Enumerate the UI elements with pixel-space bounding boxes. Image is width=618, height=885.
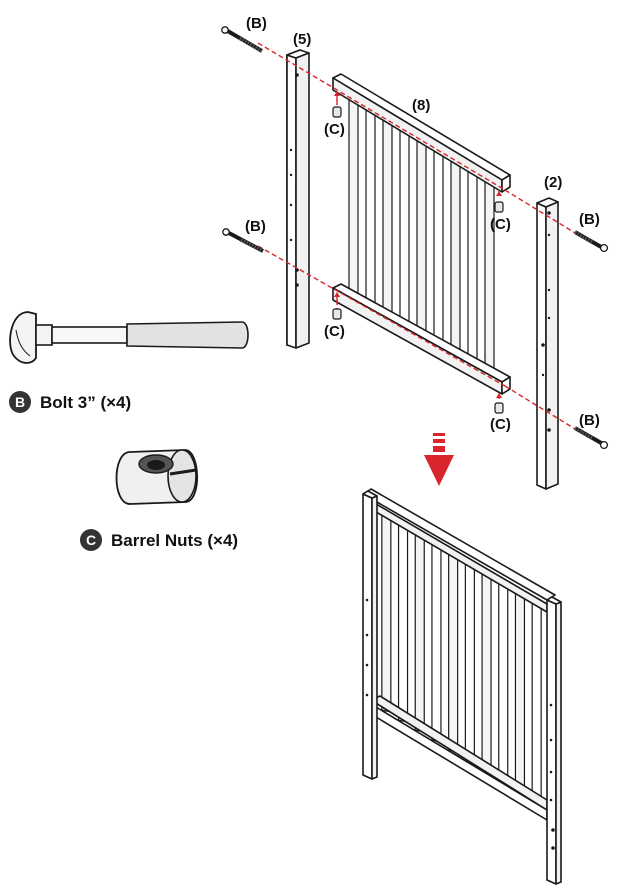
slat [416,140,427,341]
legend-bolt-badge: B [15,394,25,410]
panel-8 [332,73,511,395]
slat [433,150,444,350]
slat [531,601,542,803]
label-nut-c-3: (C) [490,216,511,233]
slat [464,562,475,763]
down-arrow-icon [424,433,454,486]
barrel-nut-c-2 [332,292,342,320]
bolt-b-top-right [573,230,609,253]
legend-bolt-text: Bolt 3” (×4) [40,393,131,412]
label-part-5: (5) [293,31,311,48]
label-bolt-b-top: (B) [246,15,267,32]
label-part-2: (2) [544,174,562,191]
slat [397,523,409,723]
bolt-b-top-left [221,26,264,53]
label-bolt-b-right-top: (B) [579,211,600,228]
label-bolt-b-right-bottom: (B) [579,412,600,429]
slat [399,129,410,331]
slat [382,119,393,322]
label-nut-c-4: (C) [490,416,511,433]
badge-b-icon [9,391,31,413]
slat [481,572,492,773]
slat [348,99,359,303]
bolt-illustration [9,311,249,364]
legend-bolt: B Bolt 3” (×4) [9,391,131,413]
legend-nut-text: Barrel Nuts (×4) [111,531,238,550]
post-2 [536,197,559,490]
slat [381,514,392,713]
bolt-b-bottom-right [573,426,609,450]
slat [365,109,376,312]
slat [498,582,509,783]
bolt-b-mid-left [222,228,264,253]
slat [484,180,495,378]
slat [431,543,442,743]
slat [414,533,425,733]
barrel-nut-c-3 [494,191,504,213]
legend-nut: C Barrel Nuts (×4) [80,529,238,551]
barrel-nut-c-1 [332,91,342,118]
label-bolt-b-mid: (B) [245,218,266,235]
legend-nut-badge: C [86,532,96,548]
barrel-nut-illustration [115,449,199,505]
slat [467,170,478,369]
assembled-end-panel [362,488,562,885]
label-nut-c-2: (C) [324,323,345,340]
label-part-8: (8) [412,97,430,114]
post-5 [286,49,310,349]
label-nut-c-1: (C) [324,121,345,138]
barrel-nut-c-4 [494,393,504,414]
badge-c-icon [80,529,102,551]
slat [450,160,461,360]
slat [514,592,526,793]
slat [448,553,459,753]
